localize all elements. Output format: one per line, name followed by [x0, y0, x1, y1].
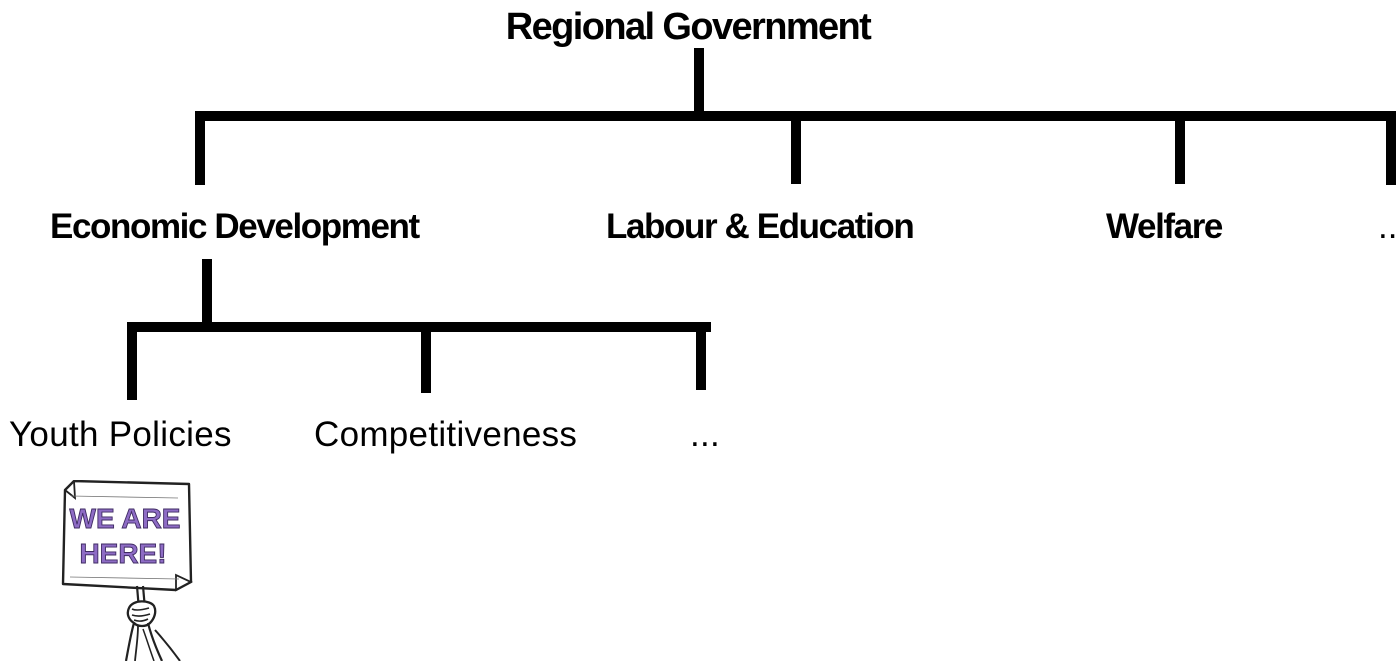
department-drop-more: [1386, 111, 1396, 185]
economic-connector-vertical: [202, 259, 212, 326]
protest-sign-illustration: WE ARE HERE!: [59, 480, 219, 661]
sub-area-drop-more: [696, 322, 706, 390]
sub-area-node-more: ...: [690, 415, 721, 454]
department-drop-economic: [195, 111, 205, 185]
root-node-regional-government: Regional Government: [505, 6, 872, 48]
department-drop-labour: [791, 111, 801, 184]
sub-area-node-competitiveness: Competitiveness: [314, 415, 578, 454]
sub-area-bus-line: [127, 322, 711, 332]
department-node-labour-education: Labour & Education: [606, 207, 915, 246]
department-node-more: ...: [1378, 207, 1396, 246]
sub-area-drop-youth: [127, 322, 137, 400]
sub-area-drop-competitiveness: [421, 322, 431, 393]
department-node-welfare: Welfare: [1106, 207, 1223, 246]
sign-text-line-1: WE ARE: [70, 503, 181, 534]
sign-text-line-2: HERE!: [79, 538, 166, 569]
we-are-here-sign-icon: WE ARE HERE!: [61, 480, 194, 661]
root-connector-vertical: [694, 48, 704, 111]
department-drop-welfare: [1175, 111, 1185, 184]
department-node-economic-development: Economic Development: [50, 207, 420, 246]
sub-area-node-youth-policies: Youth Policies: [9, 415, 232, 454]
